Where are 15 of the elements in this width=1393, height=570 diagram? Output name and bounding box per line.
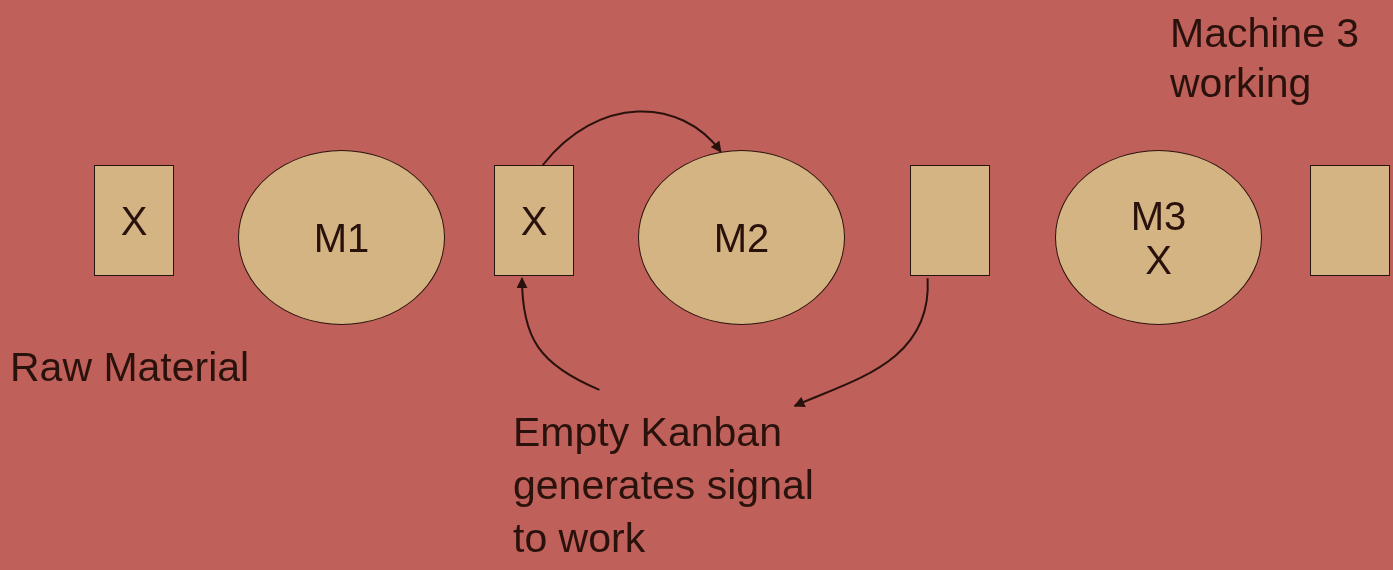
kanban-box (94, 165, 174, 276)
node-label: X (120, 198, 148, 243)
caption-text: Raw Material (10, 343, 251, 392)
caption-text: Machine 3 working (1170, 9, 1361, 108)
empty-kanban-box (1310, 165, 1390, 276)
node-label: X (520, 198, 548, 243)
curved-arrow (541, 110, 722, 166)
curved-arrow (793, 277, 929, 408)
node-label: M1 (312, 215, 371, 260)
node-label: M3 X (1129, 193, 1188, 282)
kanban-box (494, 165, 574, 276)
curved-arrow (516, 277, 601, 391)
empty-kanban-box (910, 165, 990, 276)
node-label: M2 (712, 215, 771, 260)
annotation-text: Empty Kanban generates signal to work (513, 406, 833, 568)
